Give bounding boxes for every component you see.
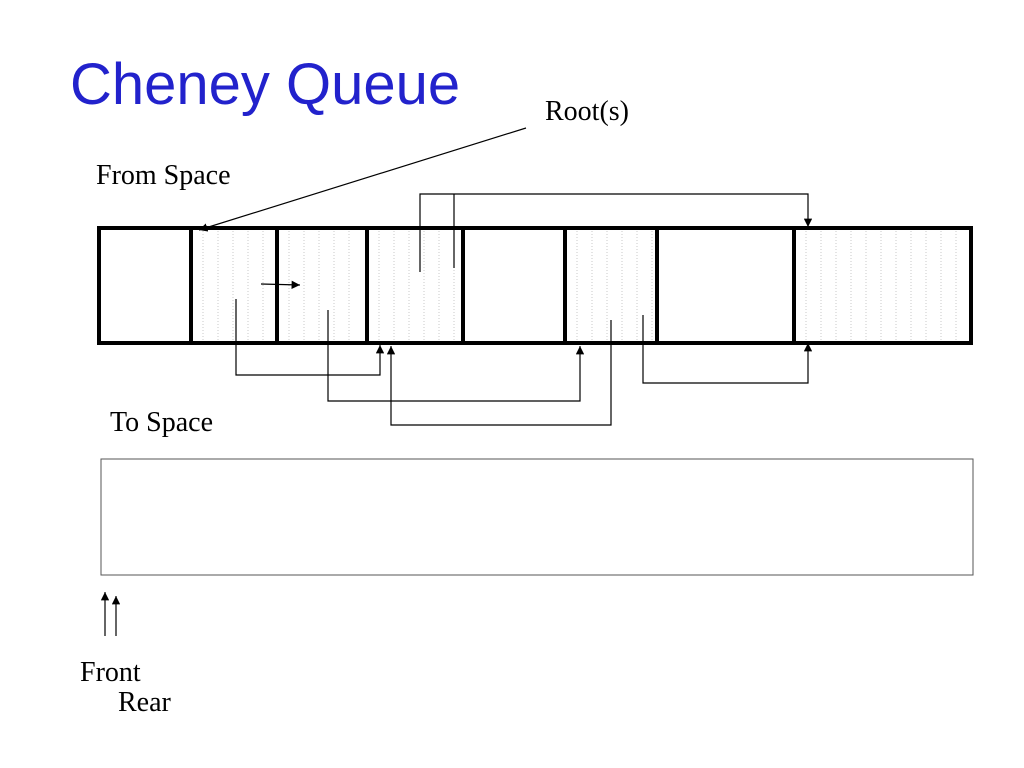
internal-pointer-arrow xyxy=(260,280,301,289)
from-space-label: From Space xyxy=(96,160,231,191)
pointer-layer xyxy=(100,127,813,636)
hatch-layer xyxy=(202,228,957,343)
pointer-to-object-7 xyxy=(642,315,813,384)
root-pointer-arrow xyxy=(198,127,527,232)
from-space-outline xyxy=(97,226,973,345)
to-space-outline xyxy=(100,458,974,576)
to-space-box xyxy=(100,458,974,576)
pointer-to-object-5 xyxy=(327,310,585,402)
pointer-to-object-3-b xyxy=(386,320,612,426)
roots-label: Root(s) xyxy=(545,96,629,127)
pointer-to-object-3-a xyxy=(235,299,385,376)
to-space-label: To Space xyxy=(110,407,214,438)
from-space-box xyxy=(97,226,973,345)
slide-title: Cheney Queue xyxy=(70,52,461,117)
pointer-to-last-object xyxy=(419,193,813,272)
front-label: Front xyxy=(80,657,141,688)
rear-label: Rear xyxy=(118,687,171,718)
